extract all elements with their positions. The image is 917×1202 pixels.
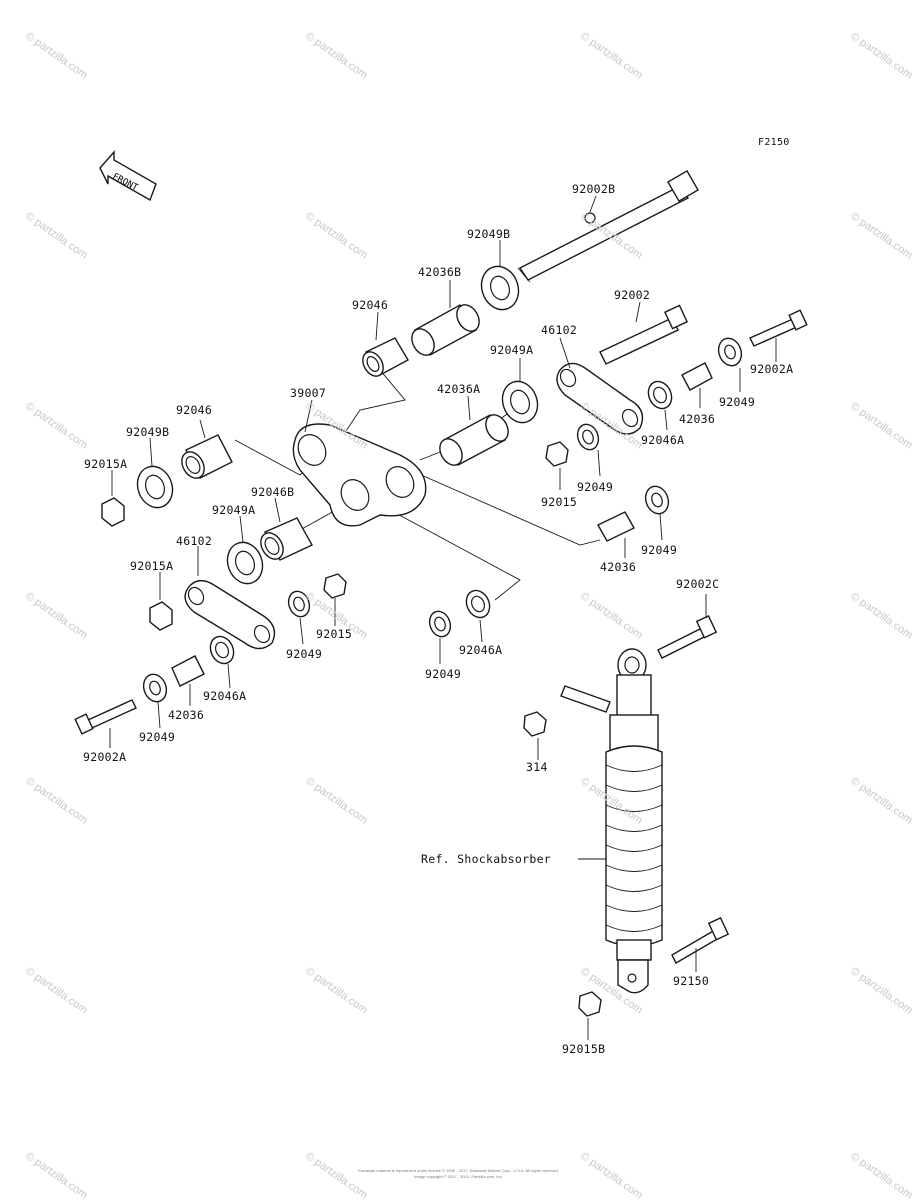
- part-label: 92002A: [750, 362, 794, 376]
- collar-92049-left-low: [142, 673, 168, 703]
- group-leader-line: [409, 469, 601, 546]
- part-label: 42036: [168, 708, 205, 722]
- part-label: 46102: [176, 534, 213, 548]
- part-label: 92046: [352, 298, 389, 312]
- collar-92049-mid: [576, 423, 600, 451]
- part-label: 92150: [673, 974, 710, 988]
- part-label: 92046B: [251, 485, 295, 499]
- part-label: 42036: [600, 560, 637, 574]
- group-leader-line: [234, 369, 406, 476]
- bearing-92046A-right: [647, 380, 673, 410]
- part-label: 92049A: [490, 343, 534, 357]
- part-label: 92015A: [130, 559, 174, 573]
- part-label: 42036A: [437, 382, 481, 396]
- sleeve-42036-left: [171, 655, 205, 687]
- rocker-arm-39007: [292, 423, 427, 527]
- collar-92049-left-mid: [287, 590, 311, 618]
- tie-rod-46102-right: [556, 362, 644, 435]
- part-label: 42036B: [418, 265, 462, 279]
- collar-92049A-left: [226, 541, 264, 585]
- bearing-92046B: [260, 517, 313, 561]
- part-label: 92049: [719, 395, 756, 409]
- nut-92015-left-mid: [323, 573, 347, 599]
- part-label: 92002A: [83, 750, 127, 764]
- part-label: 92015A: [84, 457, 128, 471]
- sleeve-42036-right-low: [597, 511, 635, 542]
- part-label: 92046A: [203, 689, 247, 703]
- part-label: 92049A: [212, 503, 256, 517]
- collar-92049-right-top: [717, 337, 743, 367]
- part-label: 46102: [541, 323, 578, 337]
- part-label: 92049: [641, 543, 678, 557]
- part-label: 92049B: [467, 227, 511, 241]
- sleeve-42036A: [439, 414, 509, 466]
- part-label: 92049: [286, 647, 323, 661]
- ref-shockabsorber-label: Ref. Shockabsorber: [421, 852, 552, 866]
- bearing-92046A-center: [465, 589, 491, 619]
- bolt-92002A-left: [74, 699, 137, 735]
- collar-92049B-left: [136, 465, 174, 509]
- part-label: 314: [526, 760, 548, 774]
- sleeve-42036B: [411, 304, 480, 356]
- nut-92015A-left-top: [101, 497, 125, 527]
- bearing-92046-left: [181, 434, 233, 479]
- bearing-92046A-left: [209, 635, 235, 665]
- part-label: 92049: [577, 480, 614, 494]
- nut-314: [523, 711, 547, 737]
- part-label: 92046: [176, 403, 213, 417]
- copyright-line: Image copyright © 2017 - 2021, Partzilla…: [414, 1174, 503, 1179]
- collar-92049B-top: [480, 265, 520, 311]
- bearing-92046-top: [362, 337, 409, 377]
- pivot-bolt-92002B: [517, 170, 699, 283]
- bolt-92002: [599, 304, 688, 365]
- copyright-line: Kawasaki material is reproduced under li…: [358, 1168, 559, 1173]
- collar-92049-far-right: [644, 485, 670, 515]
- part-label: 92049B: [126, 425, 170, 439]
- part-label: 92015: [541, 495, 578, 509]
- part-label: 92015B: [562, 1042, 606, 1056]
- part-label: 92002B: [572, 182, 616, 196]
- part-label: 42036: [679, 412, 716, 426]
- bolt-92150: [671, 916, 730, 964]
- part-label: 92046A: [641, 433, 685, 447]
- nut-92015B: [578, 991, 602, 1017]
- part-label: 39007: [290, 386, 327, 400]
- part-label: 92002C: [676, 577, 720, 591]
- part-label: 92049: [425, 667, 462, 681]
- shock-absorber: [560, 648, 663, 994]
- nut-92015-mid: [545, 441, 569, 467]
- bolt-92002C: [657, 614, 718, 659]
- figure-code: F2150: [758, 137, 790, 148]
- collar-92049-center: [428, 610, 452, 638]
- part-label: 92046A: [459, 643, 503, 657]
- nut-92015A-left: [149, 601, 173, 631]
- part-label: 92015: [316, 627, 353, 641]
- sleeve-42036-right-top: [681, 362, 713, 391]
- tie-rod-46102-left: [184, 580, 276, 650]
- bolt-92002A-right: [749, 309, 808, 347]
- part-label: 92049: [139, 730, 176, 744]
- collar-92049A-right: [501, 380, 539, 424]
- part-label: 92002: [614, 288, 651, 302]
- front-arrow-icon: FRONT: [99, 150, 157, 202]
- group-leader-line: [389, 509, 521, 601]
